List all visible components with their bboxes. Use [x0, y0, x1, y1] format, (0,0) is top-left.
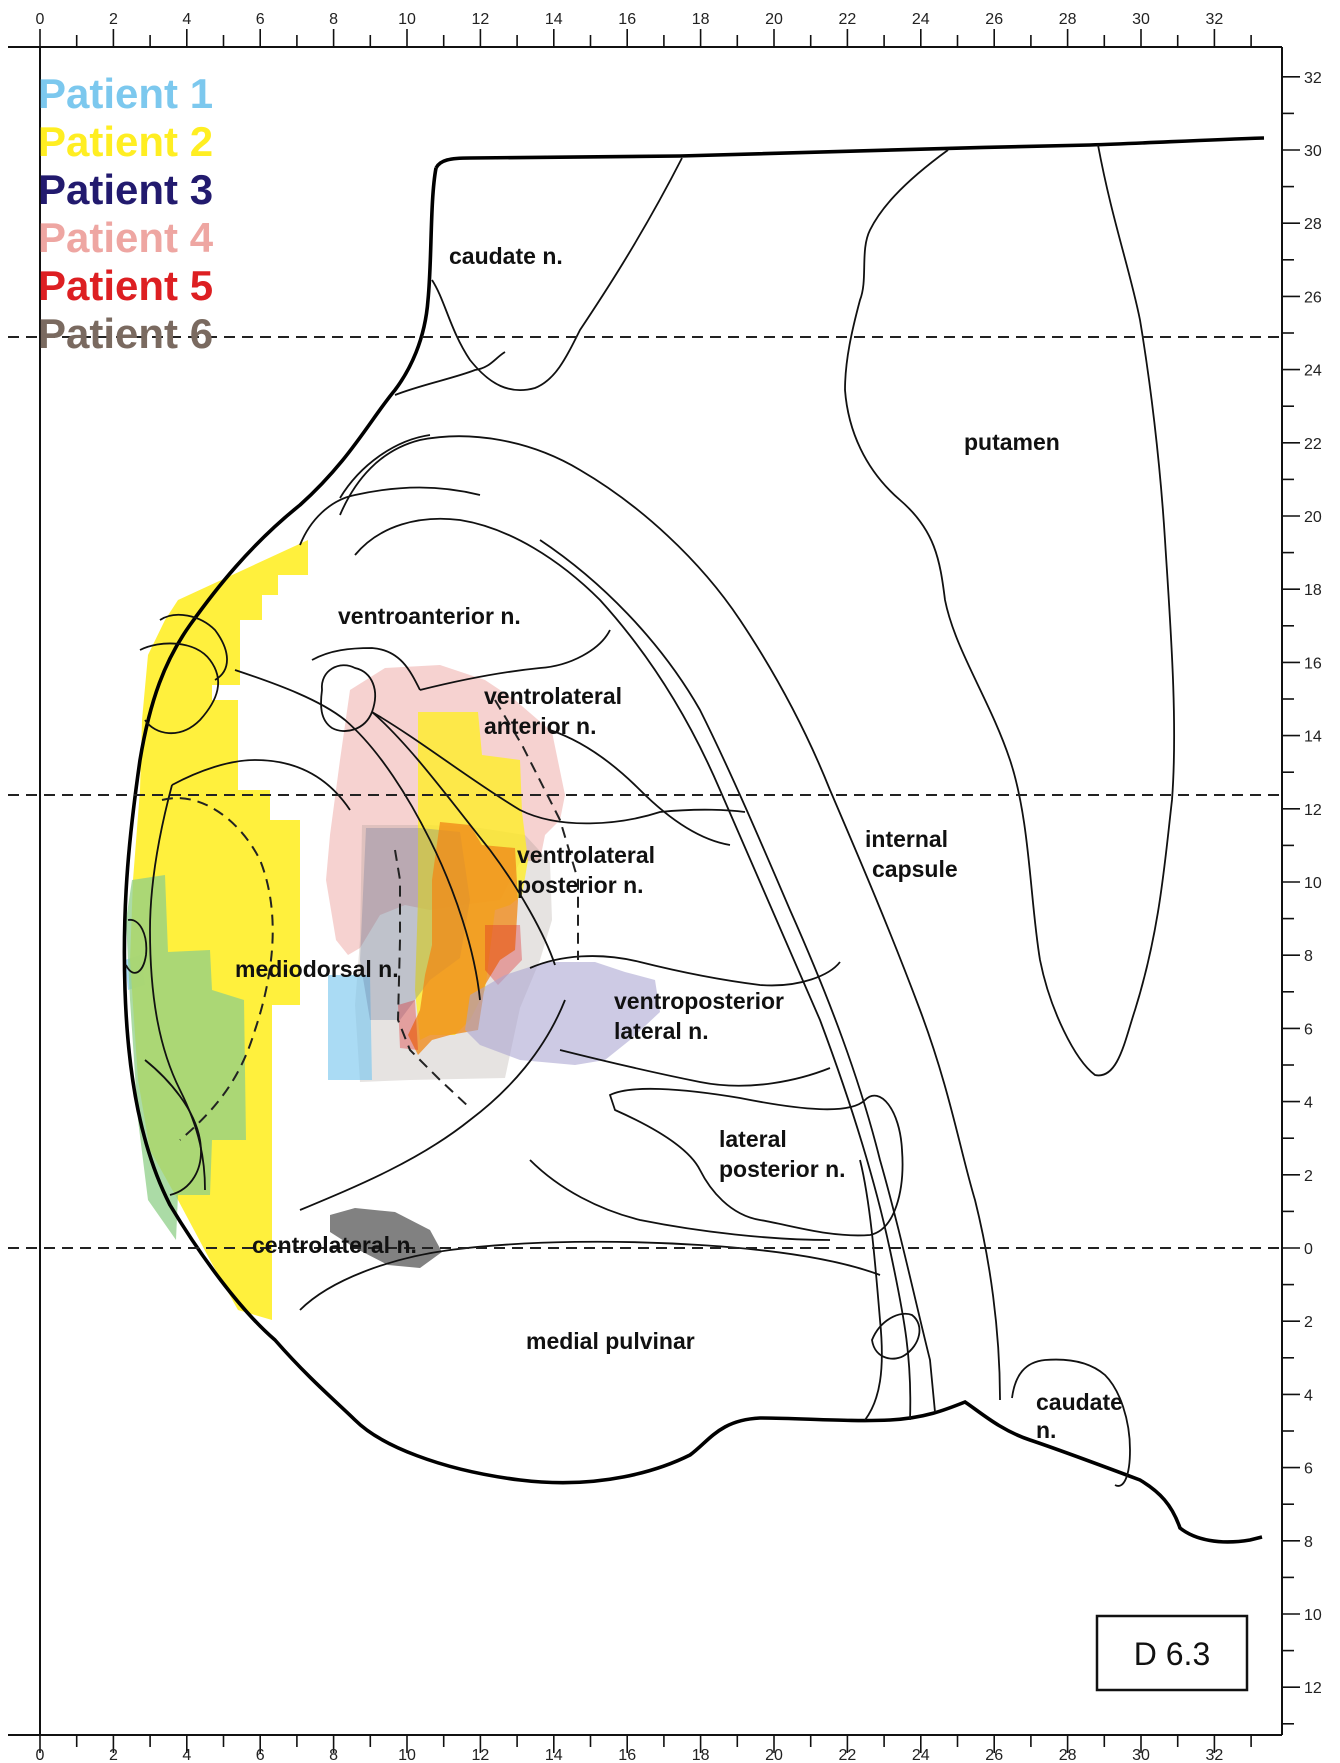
- x-tick-label-bottom: 16: [618, 1747, 636, 1763]
- x-tick-label-bottom: 0: [36, 1747, 45, 1763]
- y-tick-label-lower: 8: [1304, 1534, 1313, 1551]
- top-boundary: [436, 138, 1264, 168]
- y-tick-label-lower: 4: [1304, 1387, 1313, 1404]
- pulvinar-small-oval: [872, 1314, 919, 1359]
- y-tick-label-upper: 4: [1304, 1095, 1313, 1112]
- legend-patient-3: Patient 3: [38, 166, 213, 213]
- vlp-right-curve: [550, 730, 730, 845]
- label-centrolateral: centrolateral n.: [252, 1232, 417, 1258]
- x-tick-label-bottom: 30: [1132, 1747, 1150, 1763]
- x-tick-label-top: 8: [329, 11, 338, 28]
- label-putamen: putamen: [964, 429, 1060, 455]
- x-tick-label-bottom: 12: [472, 1747, 490, 1763]
- label-ic-line2: capsule: [872, 856, 958, 882]
- label-medial-pulvinar: medial pulvinar: [526, 1328, 695, 1354]
- y-tick-label-upper: 22: [1304, 436, 1322, 453]
- putamen-left-boundary: [845, 145, 1174, 1075]
- x-tick-label-top: 4: [182, 11, 191, 28]
- x-tick-label-top: 16: [618, 11, 636, 28]
- label-vla-line1: ventrolateral: [484, 683, 622, 709]
- y-tick-label-upper: 24: [1304, 363, 1322, 380]
- y-tick-label-upper: 12: [1304, 802, 1322, 819]
- y-tick-label-upper: 26: [1304, 289, 1322, 306]
- x-tick-label-bottom: 26: [985, 1747, 1003, 1763]
- y-tick-label-upper: 18: [1304, 582, 1322, 599]
- label-mediodorsal: mediodorsal n.: [235, 956, 399, 982]
- y-tick-label-lower: 2: [1304, 1314, 1313, 1331]
- x-tick-label-top: 30: [1132, 11, 1150, 28]
- x-tick-label-top: 0: [36, 11, 45, 28]
- legend-patient-2: Patient 2: [38, 118, 213, 165]
- x-tick-label-bottom: 2: [109, 1747, 118, 1763]
- label-vlp-line2: posterior n.: [517, 872, 644, 898]
- x-tick-label-bottom: 10: [398, 1747, 416, 1763]
- x-tick-label-top: 14: [545, 11, 563, 28]
- patient-legend: Patient 1Patient 2Patient 3Patient 4Pati…: [38, 70, 214, 357]
- x-tick-label-bottom: 28: [1059, 1747, 1077, 1763]
- x-tick-label-bottom: 6: [256, 1747, 265, 1763]
- y-tick-label-upper: 30: [1304, 143, 1322, 160]
- x-tick-label-bottom: 24: [912, 1747, 930, 1763]
- x-tick-label-bottom: 32: [1206, 1747, 1224, 1763]
- legend-patient-1: Patient 1: [38, 70, 213, 117]
- x-tick-label-bottom: 22: [839, 1747, 857, 1763]
- x-tick-label-top: 22: [839, 11, 857, 28]
- x-tick-label-top: 24: [912, 11, 930, 28]
- y-tick-label-upper: 8: [1304, 948, 1313, 965]
- capsule-upper-line: [395, 352, 505, 395]
- y-tick-label-upper: 0: [1304, 1241, 1313, 1258]
- caudate-bottom-outline: [1012, 1360, 1130, 1486]
- y-tick-label-upper: 28: [1304, 216, 1322, 233]
- label-lp-line2: posterior n.: [719, 1156, 846, 1182]
- x-tick-label-top: 10: [398, 11, 416, 28]
- x-tick-label-top: 2: [109, 11, 118, 28]
- label-caudate-bottom-line2: n.: [1036, 1417, 1056, 1443]
- y-tick-label-upper: 6: [1304, 1021, 1313, 1038]
- x-tick-label-top: 18: [692, 11, 710, 28]
- legend-patient-6: Patient 6: [38, 310, 213, 357]
- plate-label-box: D 6.3: [1097, 1616, 1247, 1690]
- plate-label: D 6.3: [1134, 1636, 1210, 1672]
- x-tick-label-bottom: 14: [545, 1747, 563, 1763]
- y-tick-label-upper: 16: [1304, 655, 1322, 672]
- legend-patient-4: Patient 4: [38, 214, 214, 261]
- capsule-band-4: [300, 488, 480, 546]
- x-tick-label-top: 28: [1059, 11, 1077, 28]
- x-tick-label-top: 6: [256, 11, 265, 28]
- x-tick-label-top: 32: [1206, 11, 1224, 28]
- y-tick-label-upper: 14: [1304, 729, 1322, 746]
- y-tick-label-lower: 10: [1304, 1607, 1322, 1624]
- label-vla-line2: anterior n.: [484, 713, 596, 739]
- x-tick-label-top: 12: [472, 11, 490, 28]
- label-vpl-line2: lateral n.: [614, 1018, 709, 1044]
- y-tick-label-upper: 32: [1304, 70, 1322, 87]
- label-ic-line1: internal: [865, 826, 948, 852]
- label-vlp-line1: ventrolateral: [517, 842, 655, 868]
- y-tick-label-upper: 2: [1304, 1168, 1313, 1185]
- y-tick-label-lower: 12: [1304, 1680, 1322, 1697]
- label-lp-line1: lateral: [719, 1126, 787, 1152]
- x-tick-label-top: 20: [765, 11, 783, 28]
- caudate-top-outline: [432, 158, 682, 390]
- label-ventroanterior: ventroanterior n.: [338, 603, 521, 629]
- label-vpl-line1: ventroposterior: [614, 988, 784, 1014]
- legend-patient-5: Patient 5: [38, 262, 213, 309]
- x-tick-label-bottom: 4: [182, 1747, 191, 1763]
- x-tick-label-bottom: 18: [692, 1747, 710, 1763]
- y-tick-label-upper: 20: [1304, 509, 1322, 526]
- x-tick-label-top: 26: [985, 11, 1003, 28]
- x-tick-label-bottom: 20: [765, 1747, 783, 1763]
- label-caudate-top: caudate n.: [449, 243, 563, 269]
- label-caudate-bottom-line1: caudate: [1036, 1389, 1123, 1415]
- y-tick-label-upper: 10: [1304, 875, 1322, 892]
- y-tick-label-lower: 6: [1304, 1461, 1313, 1478]
- x-tick-label-bottom: 8: [329, 1747, 338, 1763]
